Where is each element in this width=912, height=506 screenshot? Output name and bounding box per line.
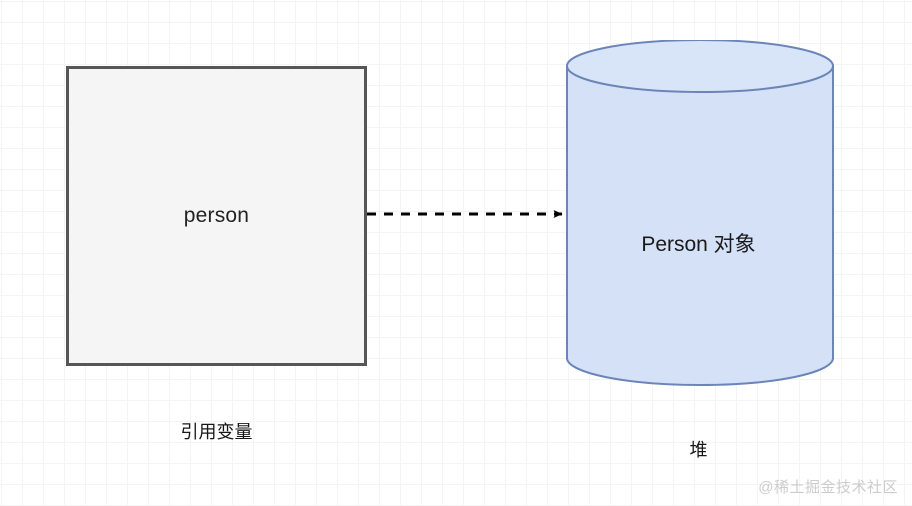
reference-arrow[interactable] bbox=[360, 196, 576, 232]
cylinder-top-ellipse bbox=[566, 40, 834, 93]
stack-reference-box[interactable]: person bbox=[66, 66, 367, 366]
stack-reference-label: person bbox=[183, 204, 250, 227]
heap-cylinder-shape[interactable] bbox=[560, 40, 840, 396]
cylinder-body bbox=[566, 65, 834, 386]
heap-caption: 堆 bbox=[689, 440, 708, 460]
stack-caption: 引用变量 bbox=[180, 422, 253, 442]
watermark-text: @稀土掘金技术社区 bbox=[758, 479, 898, 496]
